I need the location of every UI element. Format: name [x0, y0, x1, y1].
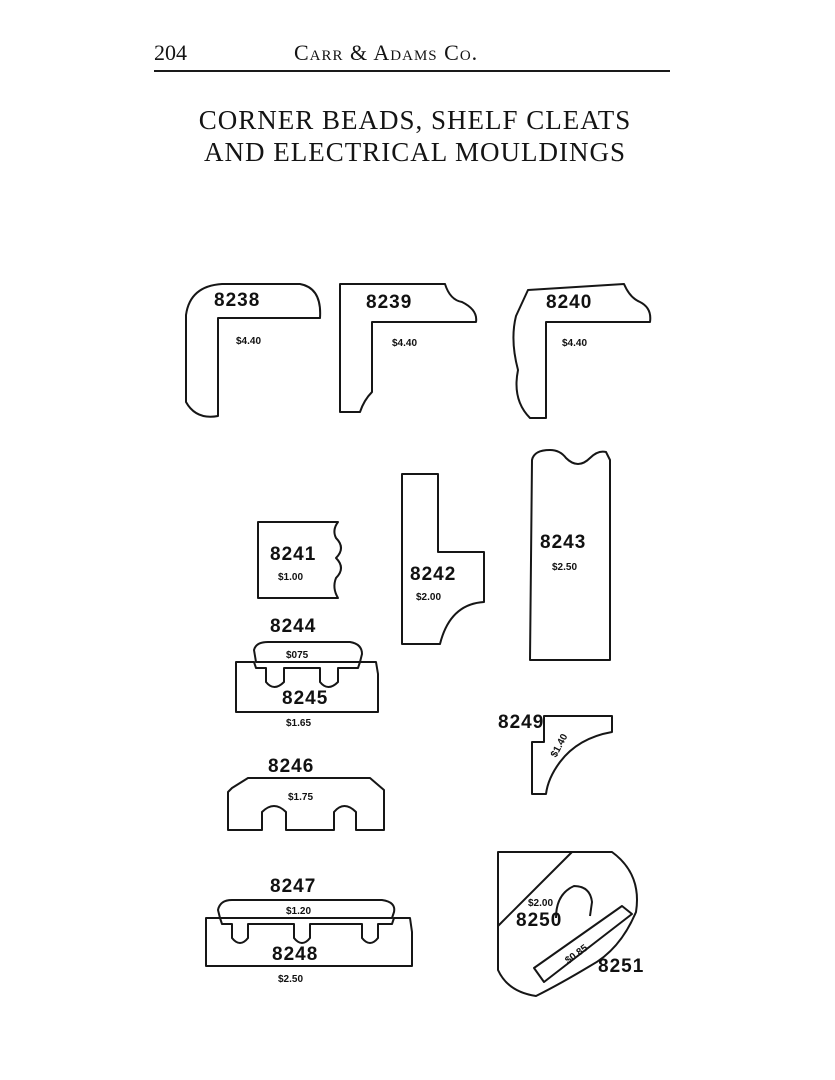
profile-8240	[512, 283, 652, 419]
price-8239: $4.40	[392, 338, 417, 349]
moulding-8242: 8242 $2.00	[401, 473, 485, 645]
moulding-8246: 8246 $1.75	[227, 756, 385, 831]
moulding-8238: 8238 $4.40	[185, 283, 322, 418]
profile-8244	[253, 641, 363, 663]
profile-8248	[205, 917, 413, 967]
price-8250: $2.00	[528, 898, 553, 909]
moulding-8240: 8240 $4.40	[512, 283, 652, 419]
number-8250: 8250	[516, 910, 562, 931]
channel-8250	[555, 885, 593, 919]
number-8244: 8244	[270, 616, 316, 637]
price-8242: $2.00	[416, 592, 441, 603]
price-8243: $2.50	[552, 562, 577, 573]
price-8248: $2.50	[278, 974, 303, 985]
number-8243: 8243	[540, 532, 586, 553]
moulding-8250: $2.00 8250	[497, 851, 638, 997]
number-8240: 8240	[546, 292, 592, 313]
page-number: 204	[154, 40, 187, 65]
number-8249: 8249	[498, 712, 544, 733]
profile-8243	[529, 449, 611, 661]
title-line-1: CORNER BEADS, SHELF CLEATS	[198, 105, 632, 135]
page-header: 204 Carr & Adams Co.	[154, 38, 670, 72]
price-8244: $075	[286, 650, 309, 661]
number-8247: 8247	[270, 876, 316, 897]
price-8241: $1.00	[278, 572, 303, 583]
moulding-8247: 8247 $1.20	[217, 876, 396, 919]
price-8245: $1.65	[286, 718, 311, 729]
number-8251: 8251	[598, 956, 644, 977]
price-8240: $4.40	[562, 338, 587, 349]
number-8241: 8241	[270, 544, 316, 565]
price-8247: $1.20	[286, 906, 311, 917]
moulding-8241: 8241 $1.00	[257, 521, 342, 599]
title-line-2: AND ELECTRICAL MOULDINGS	[204, 137, 626, 167]
profile-8247	[217, 899, 396, 919]
profile-8239	[339, 283, 478, 413]
number-8245: 8245	[282, 688, 328, 709]
price-8238: $4.40	[236, 336, 261, 347]
number-8242: 8242	[410, 564, 456, 585]
moulding-8243: 8243 $2.50	[529, 449, 611, 661]
divider-8250	[497, 851, 573, 927]
moulding-8239: 8239 $4.40	[339, 283, 478, 413]
moulding-8248: 8248 $2.50	[205, 917, 413, 985]
profile-8251	[533, 905, 633, 983]
profile-8238	[185, 283, 322, 418]
profile-8250	[497, 851, 638, 997]
moulding-8249: 8249 $1.40	[498, 712, 613, 795]
running-head: Carr & Adams Co.	[294, 40, 479, 65]
profile-8242	[401, 473, 485, 645]
price-8249: $1.40	[549, 732, 571, 760]
number-8248: 8248	[272, 944, 318, 965]
price-8251: $0.85	[563, 943, 590, 967]
number-8238: 8238	[214, 290, 260, 311]
number-8246: 8246	[268, 756, 314, 777]
profile-8245	[235, 661, 379, 713]
profile-8249	[531, 715, 613, 795]
moulding-8245: 8245 $1.65	[235, 661, 379, 729]
price-8246: $1.75	[288, 792, 313, 803]
profile-8246	[227, 777, 385, 831]
profile-8241	[257, 521, 342, 599]
number-8239: 8239	[366, 292, 412, 313]
moulding-8244: 8244 $075	[253, 616, 363, 663]
page-title: CORNER BEADS, SHELF CLEATS AND ELECTRICA…	[100, 104, 730, 168]
